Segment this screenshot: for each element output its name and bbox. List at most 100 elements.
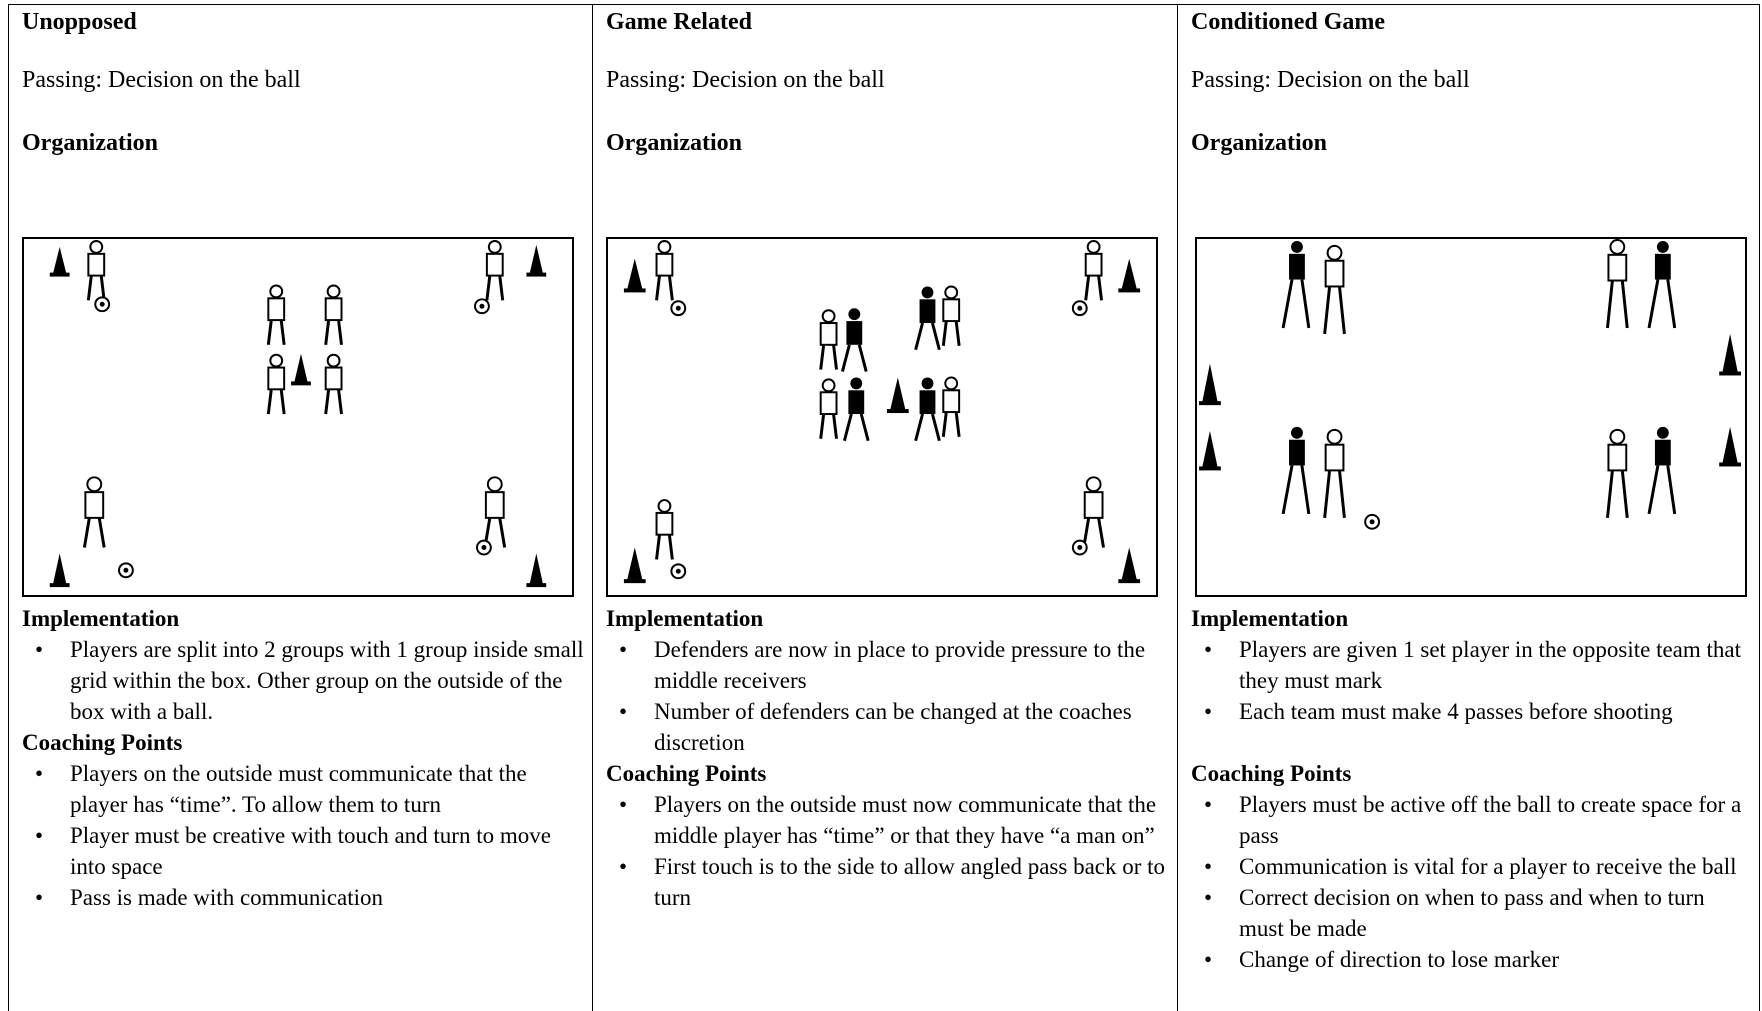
player-white-icon: [1323, 428, 1346, 519]
ball-icon: [118, 562, 134, 579]
player-white-icon: [86, 239, 106, 301]
player-white-icon: [266, 284, 286, 345]
column-title: Unopposed: [22, 9, 137, 35]
player-white-icon: [655, 239, 674, 301]
cone-icon: [1199, 363, 1221, 406]
cone-icon: [886, 377, 909, 414]
ball-icon: [1071, 539, 1088, 556]
cone-icon: [291, 353, 311, 386]
bullet-icon: •: [1204, 854, 1213, 879]
column-subtitle: Passing: Decision on the ball: [606, 67, 885, 93]
drill-diagram: [1195, 237, 1747, 597]
player-white-icon: [266, 353, 286, 415]
cone-icon: [1199, 430, 1221, 471]
ball-icon: [1071, 300, 1088, 317]
bullet-icon: •: [35, 823, 44, 848]
cone-icon: [49, 246, 70, 277]
coaching-points-list: •Players on the outside must now communi…: [606, 789, 1169, 913]
cone-icon: [623, 258, 646, 293]
implementation-heading: Implementation: [1191, 606, 1349, 631]
bullet-icon: •: [1204, 699, 1213, 724]
list-item: •First touch is to the side to allow ang…: [606, 851, 1169, 913]
player-black-icon: [842, 377, 870, 442]
coaching-points-heading: Coaching Points: [1191, 761, 1352, 786]
cone-icon: [1719, 333, 1741, 376]
ball-icon: [670, 563, 687, 580]
list-item: •Communication is vital for a player to …: [1191, 851, 1751, 882]
ball-icon: [474, 298, 490, 315]
coaching-points-list: •Players on the outside must communicate…: [22, 758, 584, 913]
cone-icon: [1118, 258, 1141, 293]
column-unopposed: Unopposed Passing: Decision on the ball …: [8, 5, 592, 1011]
list-item: •Change of direction to lose marker: [1191, 944, 1751, 975]
implementation-heading: Implementation: [22, 606, 180, 631]
pitch-diagram-conditioned-game: [1199, 239, 1741, 530]
list-item: •Players are split into 2 groups with 1 …: [22, 634, 584, 727]
player-black-icon: [914, 286, 941, 351]
list-item: •Each team must make 4 passes before sho…: [1191, 696, 1751, 727]
column-subtitle: Passing: Decision on the ball: [1191, 67, 1470, 93]
column-conditioned-game: Conditioned Game Passing: Decision on th…: [1177, 5, 1760, 1011]
pitch-diagram-unopposed: [49, 239, 547, 588]
bullet-icon: •: [35, 637, 44, 662]
player-white-icon: [324, 353, 343, 415]
bullet-icon: •: [619, 637, 628, 662]
ball-icon: [670, 300, 687, 317]
bullet-icon: •: [1204, 792, 1213, 817]
player-white-icon: [82, 476, 106, 548]
coaching-points-heading: Coaching Points: [22, 730, 183, 755]
player-white-icon: [1605, 428, 1629, 519]
player-white-icon: [483, 476, 507, 548]
list-item: •Players on the outside must communicate…: [22, 758, 584, 820]
list-item: •Players are given 1 set player in the o…: [1191, 634, 1751, 696]
bullet-icon: •: [619, 699, 628, 724]
list-item: •Number of defenders can be changed at t…: [606, 696, 1169, 758]
bullet-icon: •: [35, 761, 44, 786]
drill-diagram: [606, 237, 1158, 597]
player-white-icon: [819, 378, 838, 439]
bullet-icon: •: [619, 792, 628, 817]
implementation-list: •Players are split into 2 groups with 1 …: [22, 634, 584, 727]
player-black-icon: [841, 308, 868, 372]
column-body: Implementation •Players are given 1 set …: [1191, 603, 1751, 975]
cone-icon: [1118, 547, 1141, 584]
pitch-diagram-game-related: [623, 239, 1141, 584]
player-white-icon: [655, 499, 674, 560]
player-white-icon: [485, 239, 505, 301]
ball-icon: [1364, 513, 1381, 530]
player-white-icon: [941, 376, 961, 437]
organization-heading: Organization: [606, 130, 742, 156]
implementation-list: •Players are given 1 set player in the o…: [1191, 634, 1751, 727]
player-white-icon: [324, 284, 343, 345]
list-item: •Players on the outside must now communi…: [606, 789, 1169, 851]
column-game-related: Game Related Passing: Decision on the ba…: [592, 5, 1177, 1011]
organization-heading: Organization: [1191, 130, 1327, 156]
cone-icon: [526, 553, 547, 588]
implementation-heading: Implementation: [606, 606, 764, 631]
spacer: [1191, 727, 1751, 758]
bullet-icon: •: [1204, 885, 1213, 910]
drill-diagram: [22, 237, 574, 597]
bullet-icon: •: [35, 885, 44, 910]
player-white-icon: [941, 285, 961, 346]
column-body: Implementation •Defenders are now in pla…: [606, 603, 1169, 913]
implementation-list: •Defenders are now in place to provide p…: [606, 634, 1169, 758]
player-black-icon: [1647, 426, 1677, 515]
column-subtitle: Passing: Decision on the ball: [22, 67, 301, 93]
column-body: Implementation •Players are split into 2…: [22, 603, 584, 913]
column-title: Conditioned Game: [1191, 9, 1386, 35]
player-white-icon: [1605, 239, 1629, 329]
coaching-points-heading: Coaching Points: [606, 761, 767, 786]
organization-heading: Organization: [22, 130, 158, 156]
list-item: •Pass is made with communication: [22, 882, 584, 913]
cone-icon: [623, 547, 646, 584]
cone-icon: [1719, 426, 1741, 467]
bullet-icon: •: [1204, 947, 1213, 972]
column-title: Game Related: [606, 9, 752, 35]
session-plan-table: Unopposed Passing: Decision on the ball …: [8, 4, 1760, 1011]
list-item: •Defenders are now in place to provide p…: [606, 634, 1169, 696]
cone-icon: [526, 244, 547, 277]
player-white-icon: [819, 309, 838, 370]
player-black-icon: [1647, 240, 1677, 329]
cone-icon: [49, 553, 70, 588]
